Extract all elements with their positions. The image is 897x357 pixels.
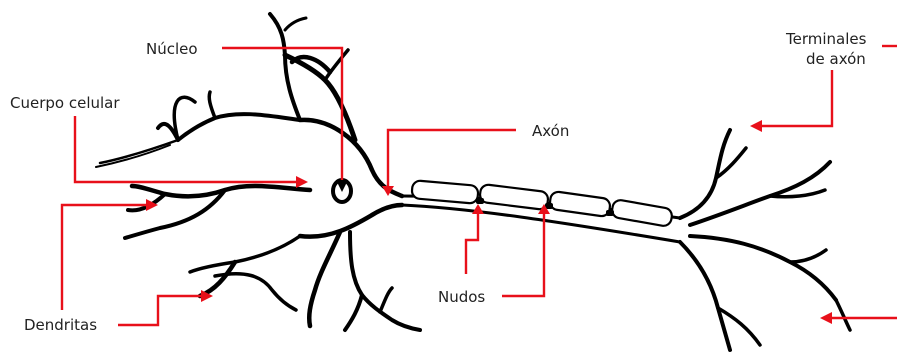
label-nucleus: Núcleo bbox=[146, 40, 198, 58]
dendrites-lower bbox=[309, 232, 420, 330]
nodes-arrowhead-b bbox=[472, 204, 484, 214]
label-axon-terminals-line2: de axón bbox=[806, 50, 866, 68]
nodes-leader-b bbox=[466, 210, 478, 274]
label-axon-terminals-line1: Terminales bbox=[785, 30, 867, 48]
cell-body-arrowhead bbox=[296, 176, 308, 188]
label-cell-body: Cuerpo celular bbox=[10, 94, 120, 112]
cell-body-leader bbox=[75, 116, 300, 182]
label-axon: Axón bbox=[532, 122, 569, 140]
label-dendrites: Dendritas bbox=[24, 316, 97, 334]
axon-leader bbox=[388, 130, 516, 190]
label-nodes: Nudos bbox=[438, 288, 485, 306]
dendrites-leader-a bbox=[62, 205, 150, 310]
terminals-leader-top bbox=[758, 70, 832, 126]
cell-body-outline bbox=[300, 120, 402, 237]
leader-lines bbox=[62, 46, 897, 325]
nodes-leader bbox=[502, 210, 544, 296]
dendrites-leader-b bbox=[118, 296, 205, 325]
dendrites-upper bbox=[96, 14, 355, 167]
terminals-arrowhead-bottom bbox=[820, 312, 832, 324]
terminals-arrowhead-top bbox=[750, 120, 762, 132]
